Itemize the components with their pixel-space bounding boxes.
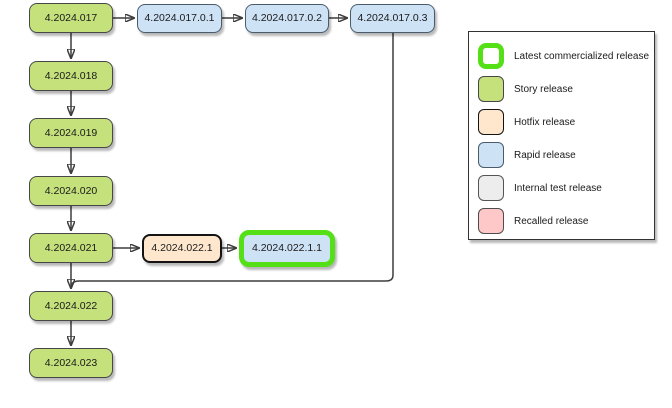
node-4-2024-017-0-2: 4.2024.017.0.2 xyxy=(245,4,329,33)
node-4-2024-022-1-1-latest-release: 4.2024.022.1.1 xyxy=(239,230,335,267)
recalled-release-swatch-icon xyxy=(478,208,504,234)
node-4-2024-017-0-3: 4.2024.017.0.3 xyxy=(350,4,435,33)
node-4-2024-019: 4.2024.019 xyxy=(29,118,113,148)
node-label: 4.2024.022.1 xyxy=(151,242,213,255)
node-label: 4.2024.022 xyxy=(44,299,98,312)
legend-box: Latest commercialized release Story rele… xyxy=(468,31,655,240)
node-4-2024-023: 4.2024.023 xyxy=(29,348,113,378)
node-label: 4.2024.017 xyxy=(44,11,98,24)
node-4-2024-020: 4.2024.020 xyxy=(29,176,113,206)
internal-test-release-swatch-icon xyxy=(478,175,504,201)
node-label: 4.2024.017.0.1 xyxy=(144,12,215,25)
node-label: 4.2024.022.1.1 xyxy=(251,242,323,255)
node-4-2024-022: 4.2024.022 xyxy=(29,291,113,321)
legend-item-recalled: Recalled release xyxy=(478,208,654,234)
node-4-2024-021: 4.2024.021 xyxy=(29,233,113,263)
node-4-2024-017: 4.2024.017 xyxy=(29,3,113,33)
legend-label: Recalled release xyxy=(514,215,589,227)
legend-label: Hotfix release xyxy=(514,116,576,128)
hotfix-release-swatch-icon xyxy=(478,109,504,135)
node-label: 4.2024.020 xyxy=(44,184,98,197)
legend-label: Internal test release xyxy=(514,182,602,194)
rapid-release-swatch-icon xyxy=(478,142,504,168)
node-label: 4.2024.021 xyxy=(44,241,98,254)
edge-017-0-3-to-022 xyxy=(70,33,394,289)
node-4-2024-017-0-1: 4.2024.017.0.1 xyxy=(137,4,222,33)
legend-label: Story release xyxy=(514,83,573,95)
legend-label: Latest commercialized release xyxy=(514,50,650,62)
latest-release-swatch-icon xyxy=(478,43,504,69)
legend-label: Rapid release xyxy=(514,149,576,161)
node-label: 4.2024.023 xyxy=(44,356,98,369)
legend-item-internal: Internal test release xyxy=(478,175,654,201)
node-label: 4.2024.017.0.3 xyxy=(357,12,428,25)
node-label: 4.2024.018 xyxy=(44,69,98,82)
node-4-2024-018: 4.2024.018 xyxy=(29,61,113,91)
legend-item-latest: Latest commercialized release xyxy=(478,43,654,69)
node-label: 4.2024.017.0.2 xyxy=(251,12,323,25)
node-label: 4.2024.019 xyxy=(44,126,98,139)
legend-item-story: Story release xyxy=(478,76,654,102)
legend-item-hotfix: Hotfix release xyxy=(478,109,654,135)
story-release-swatch-icon xyxy=(478,76,504,102)
node-4-2024-022-1: 4.2024.022.1 xyxy=(142,234,222,263)
legend-item-rapid: Rapid release xyxy=(478,142,654,168)
